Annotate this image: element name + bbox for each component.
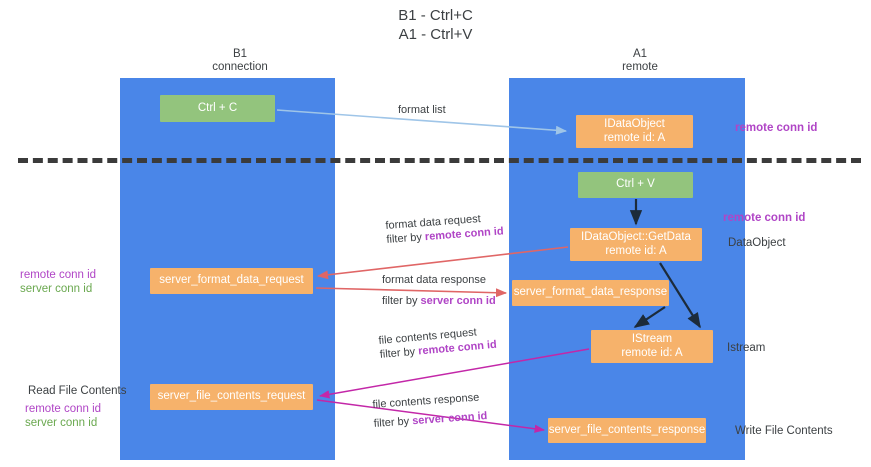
node-getdata-title: IDataObject::GetData xyxy=(581,231,691,243)
node-server-file-contents-response[interactable]: server_file_contents_response xyxy=(548,418,706,443)
edge-label-format-data-response: format data response filter by server co… xyxy=(382,273,496,308)
page-title: B1 - Ctrl+C A1 - Ctrl+V xyxy=(0,6,871,44)
edge-label-file-contents-response-filter: filter by server conn id xyxy=(373,409,487,431)
edge-label-file-contents-response-text: file contents response xyxy=(372,391,480,411)
annotation-left-server-conn-id-bottom: server conn id xyxy=(25,417,98,429)
edge-label-file-contents-response: file contents response filter by server … xyxy=(372,390,488,431)
node-server-format-data-response-label: server_format_data_response xyxy=(513,286,668,299)
filter-prefix: filter by xyxy=(382,295,421,307)
node-idataobject[interactable]: IDataObject remote id: A xyxy=(576,115,693,148)
node-server-format-data-response[interactable]: server_format_data_response xyxy=(512,280,669,306)
filter-key-server-conn-id: server conn id xyxy=(420,295,496,307)
annotation-left-server-conn-id-mid: server conn id xyxy=(20,283,93,295)
node-ctrl-c-label: Ctrl + C xyxy=(197,101,238,114)
filter-key-server-conn-id: server conn id xyxy=(411,410,488,428)
node-idataobject-getdata[interactable]: IDataObject::GetData remote id: A xyxy=(570,228,702,261)
node-ctrl-v-label: Ctrl + V xyxy=(616,178,655,191)
column-header-b1-role: connection xyxy=(212,61,268,73)
section-divider xyxy=(18,158,861,163)
edge-label-format-list-text: format list xyxy=(398,104,446,116)
edge-label-format-list: format list xyxy=(398,103,446,117)
edge-label-format-data-request: format data request filter by remote con… xyxy=(385,210,504,247)
filter-prefix: filter by xyxy=(373,415,413,430)
node-server-format-data-request[interactable]: server_format_data_request xyxy=(150,268,313,294)
column-header-a1-name: A1 xyxy=(632,48,648,60)
node-server-format-data-request-label: server_format_data_request xyxy=(159,274,304,287)
annotation-left-conn-ids-mid: remote conn id server conn id xyxy=(20,268,96,296)
filter-prefix: filter by xyxy=(386,231,426,246)
filter-prefix: filter by xyxy=(379,345,419,361)
annotation-left-conn-ids-bottom: remote conn id server conn id xyxy=(25,402,101,430)
column-header-a1: A1 remote xyxy=(540,48,740,74)
node-getdata-subtitle: remote id: A xyxy=(605,244,667,257)
node-istream-title: IStream xyxy=(631,333,673,345)
title-line-2: A1 - Ctrl+V xyxy=(398,26,473,43)
node-ctrl-c[interactable]: Ctrl + C xyxy=(160,95,275,122)
annotation-dataobject: DataObject xyxy=(728,237,786,249)
node-ctrl-v[interactable]: Ctrl + V xyxy=(578,172,693,198)
node-idataobject-title: IDataObject xyxy=(604,118,665,130)
annotation-left-remote-conn-id-bottom: remote conn id xyxy=(25,403,102,415)
node-server-file-contents-request-label: server_file_contents_request xyxy=(157,390,306,403)
column-header-b1-name: B1 xyxy=(232,48,248,60)
annotation-remote-conn-id-top: remote conn id xyxy=(735,122,818,134)
node-server-file-contents-request[interactable]: server_file_contents_request xyxy=(150,384,313,410)
annotation-write-file-contents: Write File Contents xyxy=(735,425,833,437)
column-header-b1: B1 connection xyxy=(140,48,340,74)
node-idataobject-subtitle: remote id: A xyxy=(603,131,666,144)
edge-label-format-data-response-filter: filter by server conn id xyxy=(382,294,496,308)
title-line-1: B1 - Ctrl+C xyxy=(398,7,473,24)
annotation-left-remote-conn-id-mid: remote conn id xyxy=(20,269,97,281)
node-istream[interactable]: IStream remote id: A xyxy=(591,330,713,363)
node-server-file-contents-response-label: server_file_contents_response xyxy=(548,423,706,436)
edge-label-format-data-response-text: format data response xyxy=(382,274,486,286)
edge-label-file-contents-request: file contents request filter by remote c… xyxy=(378,324,497,362)
annotation-remote-conn-id-mid: remote conn id xyxy=(723,212,806,224)
column-header-a1-role: remote xyxy=(622,61,658,73)
annotation-istream: Istream xyxy=(727,342,766,354)
node-istream-subtitle: remote id: A xyxy=(621,346,683,359)
annotation-read-file-contents: Read File Contents xyxy=(28,385,127,397)
